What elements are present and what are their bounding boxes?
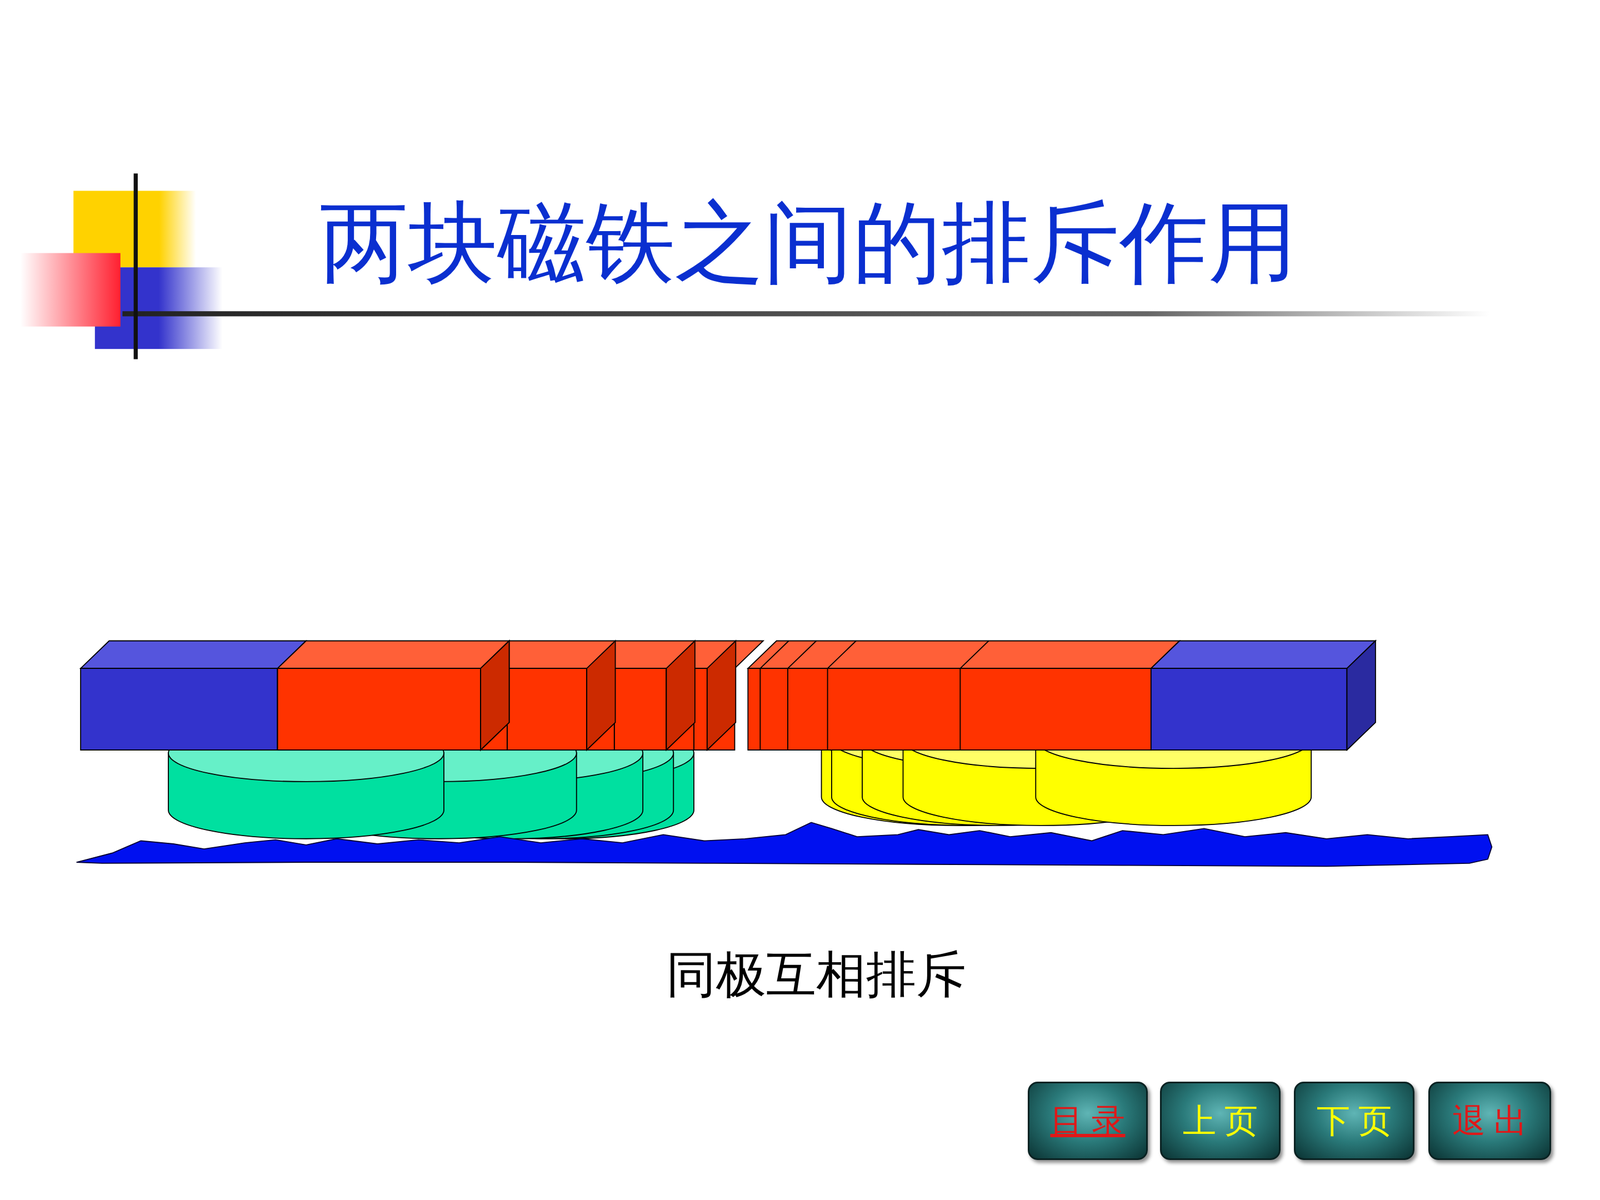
magnet-face <box>1151 668 1348 750</box>
button-label: 下 页 <box>1316 1102 1392 1140</box>
nav-button: 目 录 <box>1027 1081 1149 1160</box>
magnet-face <box>507 668 587 750</box>
water <box>76 822 1493 867</box>
magnet-face <box>693 668 708 750</box>
magnet-face <box>614 668 667 750</box>
magnet-face <box>80 668 278 750</box>
magnet-face <box>277 668 482 750</box>
bar-magnets <box>80 640 1376 750</box>
nav-button: 下 页 <box>1293 1081 1415 1160</box>
magnet-face <box>277 668 482 750</box>
corner-decoration <box>20 173 1490 359</box>
nav-button: 退 出 <box>1428 1081 1551 1160</box>
caption: 同极互相排斥 <box>666 946 967 1002</box>
slide-title: 两块磁铁之间的排斥作用 <box>319 193 1298 292</box>
nav-button: 上 页 <box>1160 1081 1281 1160</box>
button-label: 退 出 <box>1452 1102 1528 1140</box>
magnet-face <box>747 668 1152 750</box>
button-label: 上 页 <box>1182 1102 1258 1140</box>
button-label: 目 录 <box>1050 1102 1125 1140</box>
